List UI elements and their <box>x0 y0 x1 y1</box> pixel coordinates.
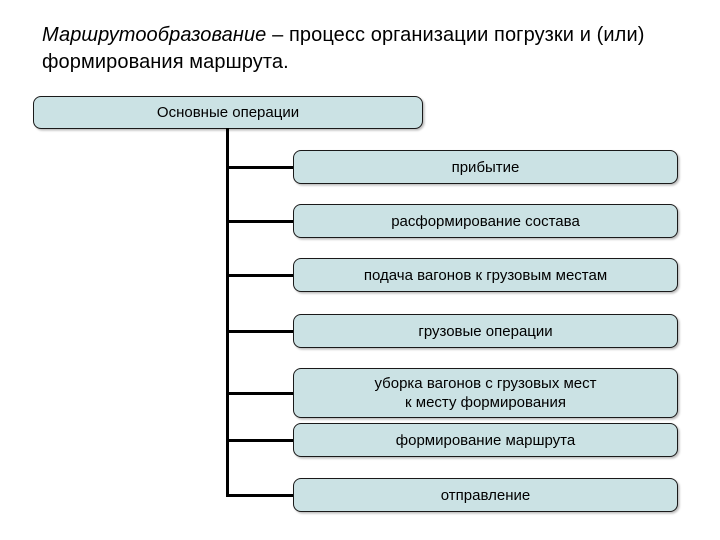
connector-line-supply <box>227 274 293 277</box>
operation-box-train-breakup: расформирование состава <box>293 204 678 238</box>
root-operations-label: Основные операции <box>156 104 300 121</box>
operation-box-route-forming: формирование маршрута <box>293 423 678 457</box>
connector-line-arrival <box>227 166 293 169</box>
title-term: Маршрутообразование <box>42 24 267 46</box>
connector-line-breakup <box>227 220 293 223</box>
operation-label: формирование маршрута <box>395 431 576 449</box>
operation-label: грузовые операции <box>418 322 553 340</box>
operation-label: отправление <box>440 486 531 504</box>
title-rest: – процесс организации погрузки и (или) ф… <box>42 24 645 73</box>
connector-spine-line <box>226 128 229 497</box>
operation-box-departure: отправление <box>293 478 678 512</box>
connector-line-departure <box>227 494 293 497</box>
operation-label: подача вагонов к грузовым местам <box>363 266 608 284</box>
operation-box-arrival: прибытие <box>293 150 678 184</box>
operation-box-cargo-operations: грузовые операции <box>293 314 678 348</box>
slide-title: Маршрутообразование – процесс организаци… <box>42 22 690 76</box>
operation-label: уборка вагонов с грузовых мест к месту ф… <box>374 375 597 411</box>
connector-line-forming <box>227 439 293 442</box>
operation-label: расформирование состава <box>391 212 580 230</box>
connector-line-cargo-ops <box>227 330 293 333</box>
operation-box-wagon-supply: подача вагонов к грузовым местам <box>293 258 678 292</box>
connector-line-removal <box>227 392 293 395</box>
operation-label: прибытие <box>451 158 520 176</box>
root-operations-box: Основные операции <box>33 96 423 129</box>
operation-box-wagon-removal: уборка вагонов с грузовых мест к месту ф… <box>293 368 678 418</box>
